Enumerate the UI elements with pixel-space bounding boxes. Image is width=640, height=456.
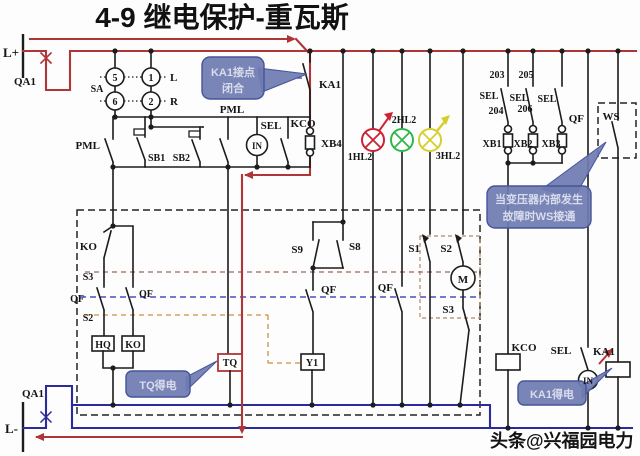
label-xb2: XB2 bbox=[514, 139, 533, 150]
label-xb1: XB1 bbox=[483, 139, 502, 150]
label-motor: M bbox=[458, 274, 469, 286]
control-switch-wiring bbox=[100, 50, 166, 128]
label-ka1-coil: KA1 bbox=[593, 346, 615, 358]
label-qf-right: QF bbox=[569, 113, 585, 125]
label-kco-mid: KCO bbox=[290, 118, 316, 130]
closing-branch bbox=[91, 166, 145, 406]
ka1-contact-branch bbox=[302, 50, 316, 168]
ws-dashed-box bbox=[597, 102, 637, 159]
pml-left-contact bbox=[103, 116, 115, 168]
label-sel-bottom: SEL bbox=[551, 345, 572, 357]
label-lamp3: 3HL2 bbox=[436, 151, 460, 162]
label-contact-2: 2 bbox=[149, 97, 154, 108]
callout-ka1-coil-text: KA1得电 bbox=[530, 387, 574, 401]
label-lamp1: 1HL2 bbox=[348, 152, 372, 163]
label-xb4: XB4 bbox=[321, 138, 342, 150]
label-tq-coil: TQ bbox=[223, 358, 238, 369]
label-204: 204 bbox=[489, 106, 504, 117]
label-s8: S8 bbox=[349, 241, 361, 253]
label-pml-right: PML bbox=[220, 104, 244, 116]
kco-contact-mid bbox=[280, 116, 289, 168]
junction-dots bbox=[110, 48, 621, 431]
label-s9: S9 bbox=[291, 244, 303, 256]
label-sa: SA bbox=[91, 84, 105, 95]
label-qf-lamp: QF bbox=[378, 282, 394, 294]
label-xb3: XB3 bbox=[542, 139, 561, 150]
label-l-plus: L+ bbox=[3, 45, 19, 60]
watermark: 头条@兴福园电力 bbox=[490, 430, 634, 451]
label-contact-1: 1 bbox=[149, 73, 154, 84]
label-kco-coil: KCO bbox=[511, 342, 537, 354]
sb1-button bbox=[133, 116, 147, 168]
callout-tq-text: TQ得电 bbox=[139, 378, 176, 392]
page-title: 4-9 继电保护-重瓦斯 bbox=[95, 1, 349, 33]
label-ka1-contact: KA1 bbox=[319, 79, 341, 91]
lamp-2hl2-branch bbox=[390, 50, 414, 406]
label-s3-right: S3 bbox=[442, 304, 454, 316]
callout-ka1-coil: KA1得电 bbox=[517, 367, 613, 406]
label-in-bottom: IN bbox=[583, 376, 594, 386]
label-s3-left: S3 bbox=[83, 272, 94, 283]
label-s1: S1 bbox=[408, 243, 420, 255]
label-s2-left: S2 bbox=[83, 313, 94, 324]
label-sel1: SEL bbox=[480, 91, 499, 102]
mechanism-dashed-box bbox=[76, 209, 481, 416]
label-203: 203 bbox=[490, 70, 505, 81]
label-s2-right: S2 bbox=[440, 243, 452, 255]
callout-ws-line1: 当变压器内部发生 bbox=[495, 192, 583, 206]
callout-ka1-contact: KA1接点 闭合 bbox=[201, 56, 308, 100]
label-sel3: SEL bbox=[538, 94, 557, 105]
callout-tq: TQ得电 bbox=[125, 360, 218, 398]
label-sel-mid: SEL bbox=[261, 120, 282, 132]
label-contact-6: 6 bbox=[113, 97, 118, 108]
label-ws: WS bbox=[602, 111, 619, 123]
label-206: 206 bbox=[518, 104, 533, 115]
label-sel2: SEL bbox=[510, 93, 529, 104]
label-ko-contact: KO bbox=[80, 241, 98, 253]
upper-rails bbox=[112, 116, 311, 168]
label-contact-5: 5 bbox=[113, 73, 118, 84]
label-qf-ko: QF bbox=[139, 289, 153, 300]
lamp-1hl2-branch bbox=[361, 50, 393, 406]
in-sel-contact-mid bbox=[245, 116, 269, 168]
callout-ws-line2: 故障时WS接通 bbox=[503, 209, 576, 223]
label-qa1-bottom: QA1 bbox=[22, 388, 44, 400]
label-qf-hq: QF bbox=[70, 294, 84, 305]
label-205: 205 bbox=[519, 70, 534, 81]
negative-bus bbox=[21, 384, 634, 452]
lamp-3hl2-branch bbox=[418, 50, 450, 406]
label-dir-r: R bbox=[170, 96, 179, 108]
label-dir-l: L bbox=[170, 72, 177, 84]
y1-branch bbox=[300, 50, 344, 406]
label-in-mid: IN bbox=[252, 141, 263, 151]
label-l-minus: L- bbox=[5, 421, 18, 436]
label-qa1-top: QA1 bbox=[14, 76, 36, 88]
sb2-button bbox=[188, 126, 204, 168]
ws-ka1-branch bbox=[598, 50, 631, 429]
motor-mechanism-dashed-box bbox=[419, 235, 481, 319]
motor-branch bbox=[450, 50, 476, 406]
callout-ka1-contact-line1: KA1接点 bbox=[211, 65, 255, 79]
callout-ws: 当变压器内部发生 故障时WS接通 bbox=[486, 141, 607, 229]
linkage-line-qf bbox=[80, 77, 478, 298]
label-y1-coil: Y1 bbox=[306, 358, 318, 369]
label-lamp2: 2HL2 bbox=[392, 115, 416, 126]
trip-coil-branch bbox=[217, 166, 243, 406]
linkage-line-s2 bbox=[85, 314, 300, 364]
label-pml-left: PML bbox=[76, 140, 100, 152]
label-hq-coil: HQ bbox=[95, 340, 111, 351]
pml-right-contact bbox=[218, 116, 230, 168]
qf-in-branch bbox=[577, 50, 599, 429]
callout-ka1-contact-line2: 闭合 bbox=[222, 81, 245, 95]
label-qf-y1: QF bbox=[321, 284, 337, 296]
positive-bus bbox=[21, 34, 638, 92]
label-sb1: SB1 bbox=[148, 153, 165, 164]
label-ko-coil: KO bbox=[125, 340, 141, 351]
label-sb2: SB2 bbox=[173, 153, 190, 164]
